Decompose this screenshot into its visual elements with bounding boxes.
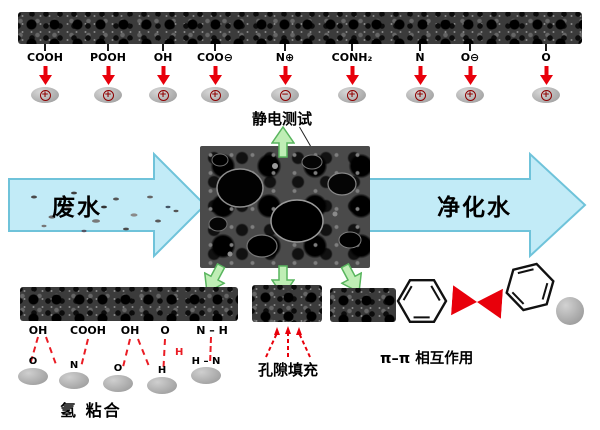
membrane-strip-hbond <box>20 287 238 321</box>
functional-group: POOH + <box>76 44 140 103</box>
membrane-sem-image <box>200 146 370 268</box>
charge-symbol: + <box>39 89 51 101</box>
hydrogen-bond-line <box>162 338 166 368</box>
pore-filling-arrows-icon <box>265 326 311 358</box>
functional-group: N⊕ − <box>253 44 317 103</box>
bond-line <box>162 44 164 51</box>
bond-line <box>107 44 109 51</box>
red-down-arrow-icon <box>101 66 115 85</box>
charge-symbol: + <box>102 89 114 101</box>
adsorbed-ion: + <box>532 87 560 103</box>
caption-pointer-line <box>299 126 311 147</box>
adsorbate-ellipse <box>147 377 177 394</box>
functional-group-label: POOH <box>90 51 126 64</box>
adsorbed-ion: + <box>406 87 434 103</box>
charge-symbol: + <box>209 89 221 101</box>
membrane-strip-top <box>18 12 582 44</box>
hydrogen-bond-line <box>45 336 57 364</box>
red-down-arrow-icon <box>539 66 553 85</box>
hydrogen-bond-caption: 氢 粘合 <box>60 401 122 420</box>
red-down-arrow-icon <box>208 66 222 85</box>
pore-filling-image <box>252 285 322 322</box>
bond-line <box>469 44 471 51</box>
functional-group-label: COOH <box>27 51 63 64</box>
electrostatic-caption: 静电测试 <box>251 110 312 128</box>
adsorbate-ellipse <box>103 375 133 392</box>
hydrogen-bond-line <box>80 338 89 365</box>
adsorbed-ion: − <box>271 87 299 103</box>
hydrogen-bond-line <box>122 338 131 367</box>
bond-line <box>419 44 421 51</box>
functional-group-label: N <box>415 51 425 64</box>
hbond-anchor-label: COOH <box>70 324 106 337</box>
red-down-arrow-icon <box>463 66 477 85</box>
benzene-ring-icon <box>505 262 555 312</box>
bond-line <box>44 44 46 51</box>
functional-group: COO⊖ + <box>183 44 247 103</box>
hbond-acceptor-label: H – N <box>191 356 221 367</box>
red-down-arrow-icon <box>413 66 427 85</box>
hydrogen-bond-line <box>137 338 150 366</box>
red-down-arrow-icon <box>156 66 170 85</box>
adsorbed-ion: + <box>94 87 122 103</box>
wastewater-flow-arrow <box>8 151 207 259</box>
functional-group-label: COO⊖ <box>197 51 233 64</box>
functional-group: OH + <box>131 44 195 103</box>
membrane-fragment <box>330 288 396 322</box>
functional-group-label: OH <box>153 51 173 64</box>
functional-group-label: O <box>541 51 551 64</box>
functional-group-label: CONH₂ <box>331 51 373 64</box>
wastewater-label: 废水 <box>52 195 102 221</box>
functional-group: CONH₂ + <box>320 44 384 103</box>
charge-symbol: + <box>346 89 358 101</box>
charge-symbol: + <box>157 89 169 101</box>
adsorbed-ion: + <box>149 87 177 103</box>
adsorbate-ellipse <box>18 368 48 385</box>
hbond-anchor-label: O <box>160 324 170 337</box>
pi-pi-caption: π–π 相互作用 <box>380 351 474 367</box>
bond-line <box>214 44 216 51</box>
red-hydrogen-label: H <box>175 347 184 358</box>
bond-line <box>545 44 547 51</box>
hbond-acceptor-label: H <box>157 365 167 376</box>
functional-group: N + <box>388 44 452 103</box>
hbond-anchor-label: OH <box>120 324 140 337</box>
green-down-arrow-icon <box>340 262 363 294</box>
adsorbate-sphere <box>556 297 584 325</box>
hbond-acceptor-label: N <box>69 360 79 371</box>
pollutant-particles <box>31 191 179 233</box>
adsorbed-ion: + <box>31 87 59 103</box>
pi-pi-bond-icon <box>451 285 503 319</box>
functional-group-label: O⊖ <box>460 51 480 64</box>
adsorbed-ion: + <box>338 87 366 103</box>
macropores <box>208 153 362 258</box>
functional-group-label: N⊕ <box>275 51 295 64</box>
charge-symbol: + <box>464 89 476 101</box>
hbond-anchor-label: OH <box>28 324 48 337</box>
hbond-acceptor-label: O <box>113 363 123 374</box>
bond-line <box>351 44 353 51</box>
purified-water-flow-arrow <box>366 151 587 259</box>
adsorbate-ellipse <box>59 372 89 389</box>
red-down-arrow-icon <box>345 66 359 85</box>
functional-group: COOH + <box>13 44 77 103</box>
adsorbate-ellipse <box>191 367 221 384</box>
red-down-arrow-icon <box>278 66 292 85</box>
charge-symbol: − <box>279 89 291 101</box>
functional-group: O⊖ + <box>438 44 502 103</box>
red-down-arrow-icon <box>38 66 52 85</box>
charge-symbol: + <box>540 89 552 101</box>
bond-line <box>284 44 286 51</box>
functional-group: O + <box>514 44 578 103</box>
pore-filling-caption: 孔隙填充 <box>257 361 318 379</box>
purified-water-label: 净化水 <box>437 195 512 221</box>
hbond-anchor-label: N – H <box>196 324 228 337</box>
adsorbed-ion: + <box>201 87 229 103</box>
benzene-ring-icon <box>396 279 448 323</box>
green-up-arrow-icon <box>271 126 295 158</box>
charge-symbol: + <box>414 89 426 101</box>
hbond-acceptor-label: O <box>28 356 38 367</box>
adsorbed-ion: + <box>456 87 484 103</box>
